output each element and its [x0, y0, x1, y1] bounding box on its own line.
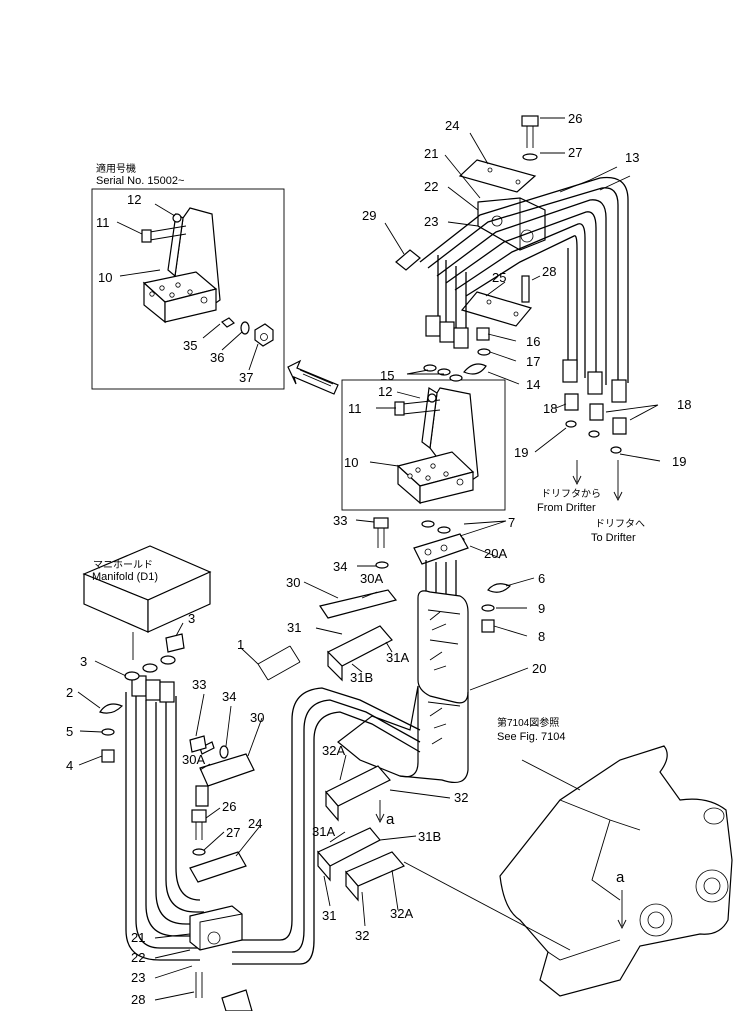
view-a-mark-right: a	[616, 869, 625, 886]
callout-16: 16	[526, 334, 540, 349]
drifter-body	[375, 745, 733, 997]
main-bracket-box	[341, 379, 506, 511]
callout-26-top: 26	[568, 111, 582, 126]
callout-30A-lower: 30A	[182, 752, 205, 767]
callout-28-lower: 28	[131, 992, 145, 1007]
clamp-blocks	[189, 589, 405, 902]
callout-27-lower: 27	[226, 825, 240, 840]
callout-19-left: 19	[514, 445, 528, 460]
to-drifter-en: To Drifter	[591, 532, 636, 544]
long-hose-1	[232, 645, 421, 965]
callout-27-top: 27	[568, 145, 582, 160]
manifold-box	[82, 545, 212, 660]
callout-3-left: 3	[80, 654, 87, 669]
callout-13: 13	[625, 150, 639, 165]
callout-4: 4	[66, 758, 73, 773]
manifold-note-en: Manifold (D1)	[92, 571, 158, 583]
serial-inset-box	[91, 188, 285, 390]
callout-1: 1	[237, 637, 244, 652]
callout-36: 36	[210, 350, 224, 365]
leader-lines	[77, 117, 661, 1001]
callout-14: 14	[526, 377, 540, 392]
callout-11-inset: 11	[96, 215, 110, 230]
callout-32A-upper: 32A	[322, 743, 345, 758]
callout-30A-upper: 30A	[360, 571, 383, 586]
callout-21-lower: 21	[131, 930, 145, 945]
mid-hose-assembly	[337, 517, 512, 783]
callout-12-main: 12	[378, 384, 392, 399]
callout-34-upper: 34	[333, 559, 347, 574]
from-drifter-en: From Drifter	[537, 502, 596, 514]
top-hose-group	[419, 176, 629, 502]
callout-3-right: 3	[188, 611, 195, 626]
callout-24-top: 24	[445, 118, 459, 133]
see-fig-en: See Fig. 7104	[497, 731, 566, 743]
serial-note-en: Serial No. 15002~	[96, 175, 184, 187]
callout-26-lower: 26	[222, 799, 236, 814]
top-clamp-assembly	[395, 115, 546, 327]
diagram-notes: 適用号機 Serial No. 15002~ マニホールド Manifold (…	[92, 162, 645, 886]
callout-6: 6	[538, 571, 545, 586]
callout-10-main: 10	[344, 455, 358, 470]
callout-labels: 26 27 24 13 21 22 23 29 25 28 16 17 15 1…	[66, 111, 691, 1007]
callout-20: 20	[532, 661, 546, 676]
callout-24-lower: 24	[248, 816, 262, 831]
callout-29: 29	[362, 208, 376, 223]
callout-30-lower: 30	[250, 710, 264, 725]
serial-note-jp: 適用号機	[96, 162, 136, 175]
callout-33-upper: 33	[333, 513, 347, 528]
callout-23-top: 23	[424, 214, 438, 229]
left-hose-group	[99, 633, 204, 961]
callout-31A-lower: 31A	[312, 824, 335, 839]
callout-35: 35	[183, 338, 197, 353]
to-drifter-jp: ドリフタへ	[595, 518, 645, 530]
callout-5: 5	[66, 724, 73, 739]
callout-11-main: 11	[348, 401, 362, 416]
callout-7: 7	[508, 515, 515, 530]
callout-31-upper: 31	[287, 620, 301, 635]
inset-arrow	[287, 359, 339, 395]
callout-19-right: 19	[672, 454, 686, 469]
from-drifter-jp: ドリフタから	[541, 488, 601, 500]
callout-15: 15	[380, 368, 394, 383]
callout-12-inset: 12	[127, 192, 141, 207]
callout-10-inset: 10	[98, 270, 112, 285]
callout-2: 2	[66, 685, 73, 700]
callout-25: 25	[492, 270, 506, 285]
callout-18-right: 18	[677, 397, 691, 412]
callout-23-lower: 23	[131, 970, 145, 985]
callout-31-lower: 31	[322, 908, 336, 923]
callout-32-upper: 32	[454, 790, 468, 805]
callout-37: 37	[239, 370, 253, 385]
callout-33-lower: 33	[192, 677, 206, 692]
callout-31B-upper: 31B	[350, 670, 373, 685]
callout-20A: 20A	[484, 546, 507, 561]
callout-22-top: 22	[424, 179, 438, 194]
callout-32-lower: 32	[355, 928, 369, 943]
manifold-note-jp: マニホールド	[93, 559, 153, 571]
see-fig-jp: 第7104図参照	[497, 716, 559, 729]
callout-8: 8	[538, 629, 545, 644]
callout-17: 17	[526, 354, 540, 369]
callout-30-upper: 30	[286, 575, 300, 590]
callout-21-top: 21	[424, 146, 438, 161]
callout-31A-upper: 31A	[386, 650, 409, 665]
callout-28-top: 28	[542, 264, 556, 279]
callout-22-lower: 22	[131, 950, 145, 965]
callout-18-left: 18	[543, 401, 557, 416]
lower-left-clamp	[189, 809, 253, 1012]
callout-34-lower: 34	[222, 689, 236, 704]
callout-32A-lower: 32A	[390, 906, 413, 921]
view-a-mark-left: a	[386, 811, 395, 828]
callout-31B-lower: 31B	[418, 829, 441, 844]
callout-9: 9	[538, 601, 545, 616]
